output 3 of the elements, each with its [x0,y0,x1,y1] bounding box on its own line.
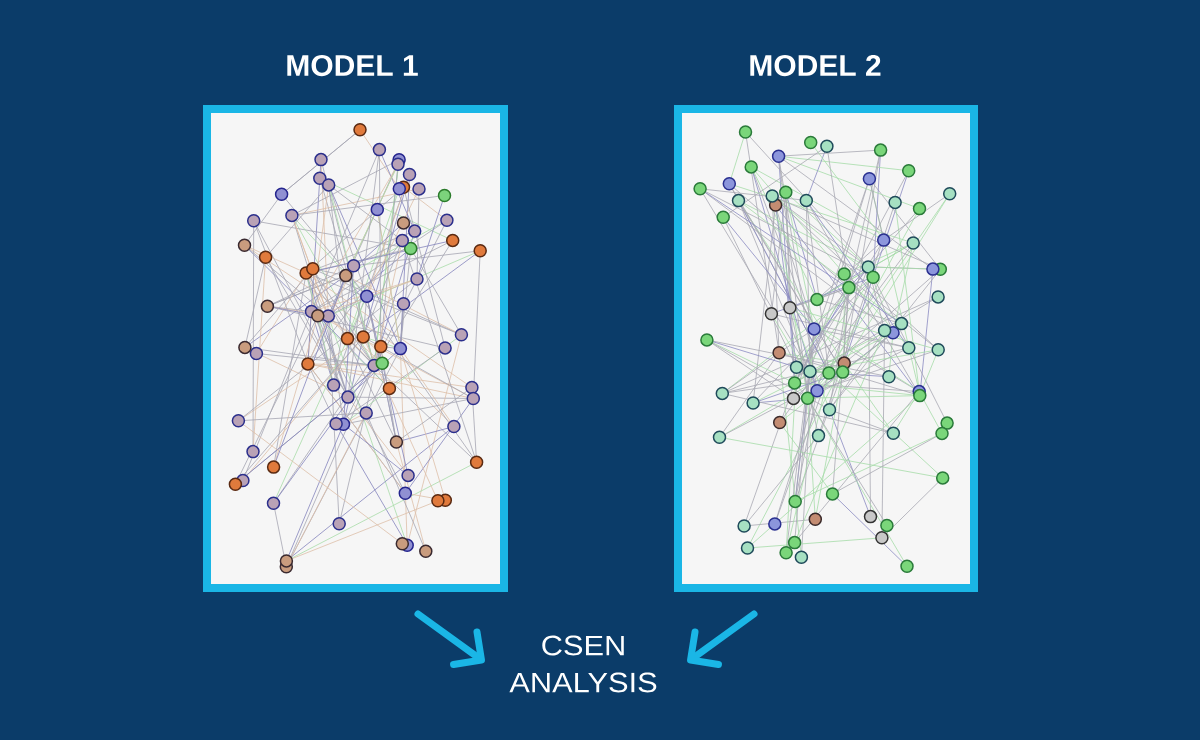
caption-text: CSEN ANALYSIS [509,635,657,693]
heading: MODEL 2 [750,54,881,77]
heading: MODEL 1 [287,54,418,77]
